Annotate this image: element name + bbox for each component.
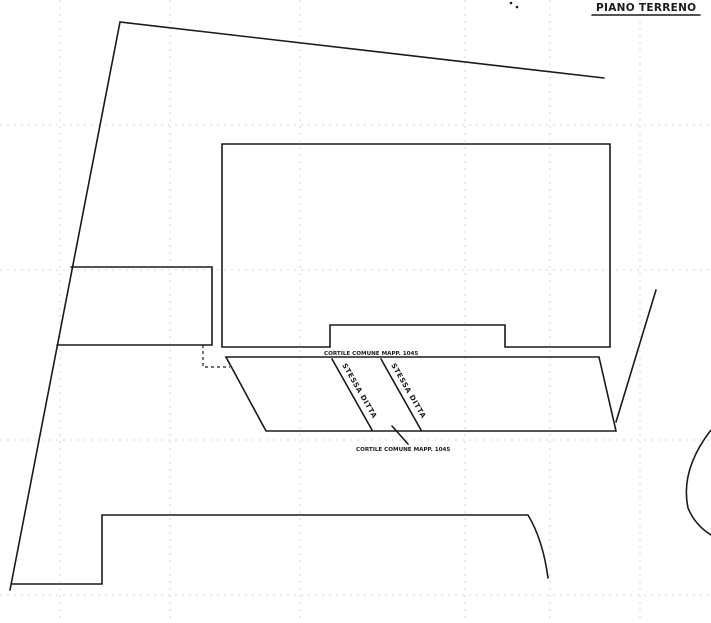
right-boundary-line bbox=[615, 289, 657, 423]
courtyard-label-lower: CORTILE COMUNE MAPP. 1045 bbox=[356, 447, 450, 453]
plan-title-group: PIANO TERRENO bbox=[591, 2, 701, 16]
annex-building-outline bbox=[56, 266, 213, 346]
courtyard-outline bbox=[224, 356, 618, 432]
main-building-outline bbox=[221, 143, 611, 348]
strip-line-right bbox=[380, 358, 422, 431]
strip-line-left bbox=[331, 358, 373, 431]
courtyard-label-upper: CORTILE COMUNE MAPP. 1045 bbox=[324, 351, 418, 357]
plan-title: PIANO TERRENO bbox=[596, 2, 696, 14]
marker-stroke bbox=[391, 425, 409, 445]
right-edge-curve bbox=[685, 429, 711, 536]
ink-dot bbox=[509, 1, 513, 5]
strip-label-left: STESSA DITTA bbox=[340, 362, 378, 420]
dashed-connector bbox=[202, 345, 230, 368]
strip-label-right: STESSA DITTA bbox=[389, 362, 427, 420]
lot-boundary-line bbox=[9, 21, 605, 591]
ink-dot bbox=[515, 5, 519, 9]
lower-building-outline bbox=[11, 514, 549, 585]
